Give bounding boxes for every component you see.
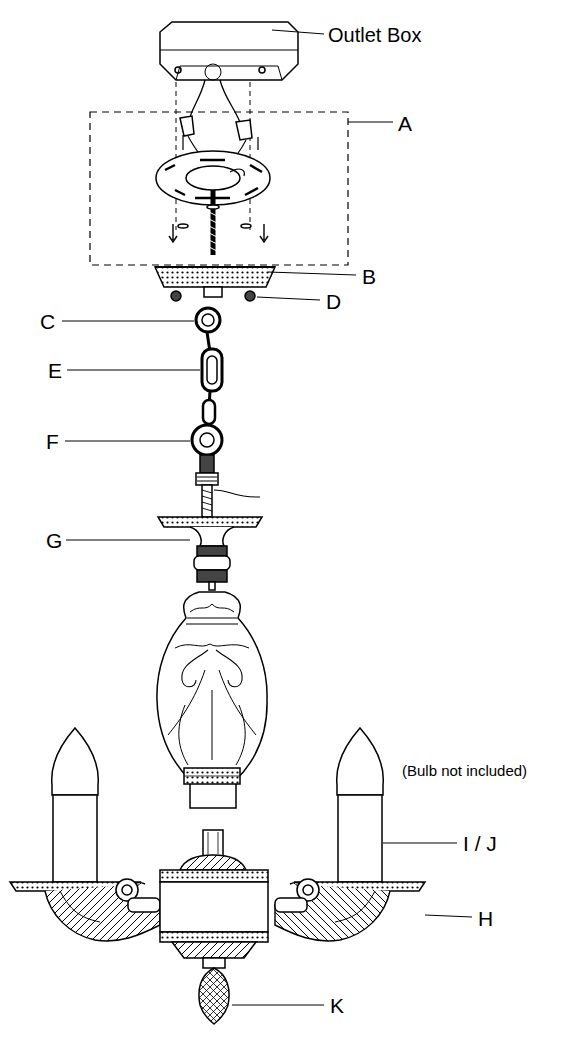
- canopy: [155, 267, 275, 287]
- callout-letter: I / J: [463, 833, 497, 854]
- loop: [192, 425, 222, 455]
- callout-letter: C: [40, 311, 55, 332]
- callout-letter: A: [398, 113, 412, 134]
- chain: [202, 332, 222, 425]
- bulb: [52, 728, 384, 795]
- finial: [199, 968, 229, 1024]
- callout-letter: G: [46, 530, 62, 551]
- hardware-group-outline: [90, 112, 348, 265]
- callout-letter: D: [326, 291, 341, 312]
- callout-letter: F: [46, 431, 59, 452]
- callout-letter: E: [48, 360, 62, 381]
- callout-letter: K: [330, 995, 344, 1016]
- arm: [275, 879, 425, 941]
- arm: [10, 879, 160, 941]
- loop: [196, 308, 220, 332]
- mounting-hardware: [156, 80, 270, 255]
- leader-line: [62, 30, 472, 1005]
- note: (Bulb not included): [402, 763, 527, 778]
- threaded-rod: [196, 455, 260, 517]
- part-label: Outlet Box: [328, 25, 421, 45]
- callout-letter: B: [362, 266, 376, 287]
- callout-letter: H: [478, 908, 493, 929]
- arm-hub: [160, 830, 268, 968]
- canopy-nut: [204, 287, 222, 297]
- center-column: [157, 517, 267, 808]
- candle-sleeve: [53, 795, 382, 882]
